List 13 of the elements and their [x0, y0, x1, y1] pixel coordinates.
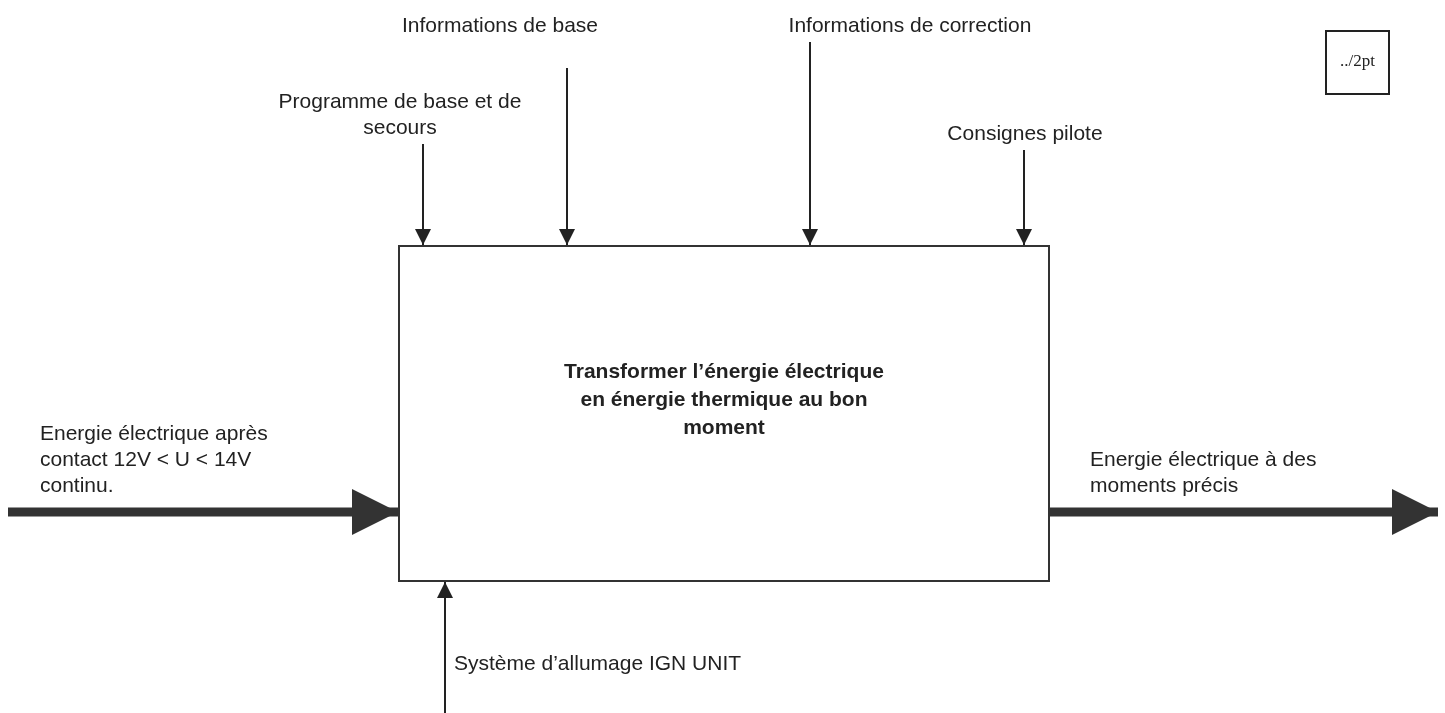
control-label: Informations de base: [380, 12, 620, 68]
arrow: [415, 143, 431, 246]
arrow: [802, 41, 818, 246]
control-label: Programme de base et de secours: [255, 88, 545, 144]
flow-arrow: [8, 489, 398, 535]
control-label: Consignes pilote: [905, 120, 1145, 150]
arrow: [559, 67, 575, 246]
grade-box: ../2pt: [1325, 30, 1390, 95]
arrow: [1016, 149, 1032, 246]
function-box: Transformer l’énergie électrique en énergie thermique au bon moment: [398, 245, 1050, 582]
control-label: Informations de correction: [700, 12, 1120, 42]
arrow: [437, 581, 453, 713]
flow-arrow: [1050, 489, 1438, 535]
